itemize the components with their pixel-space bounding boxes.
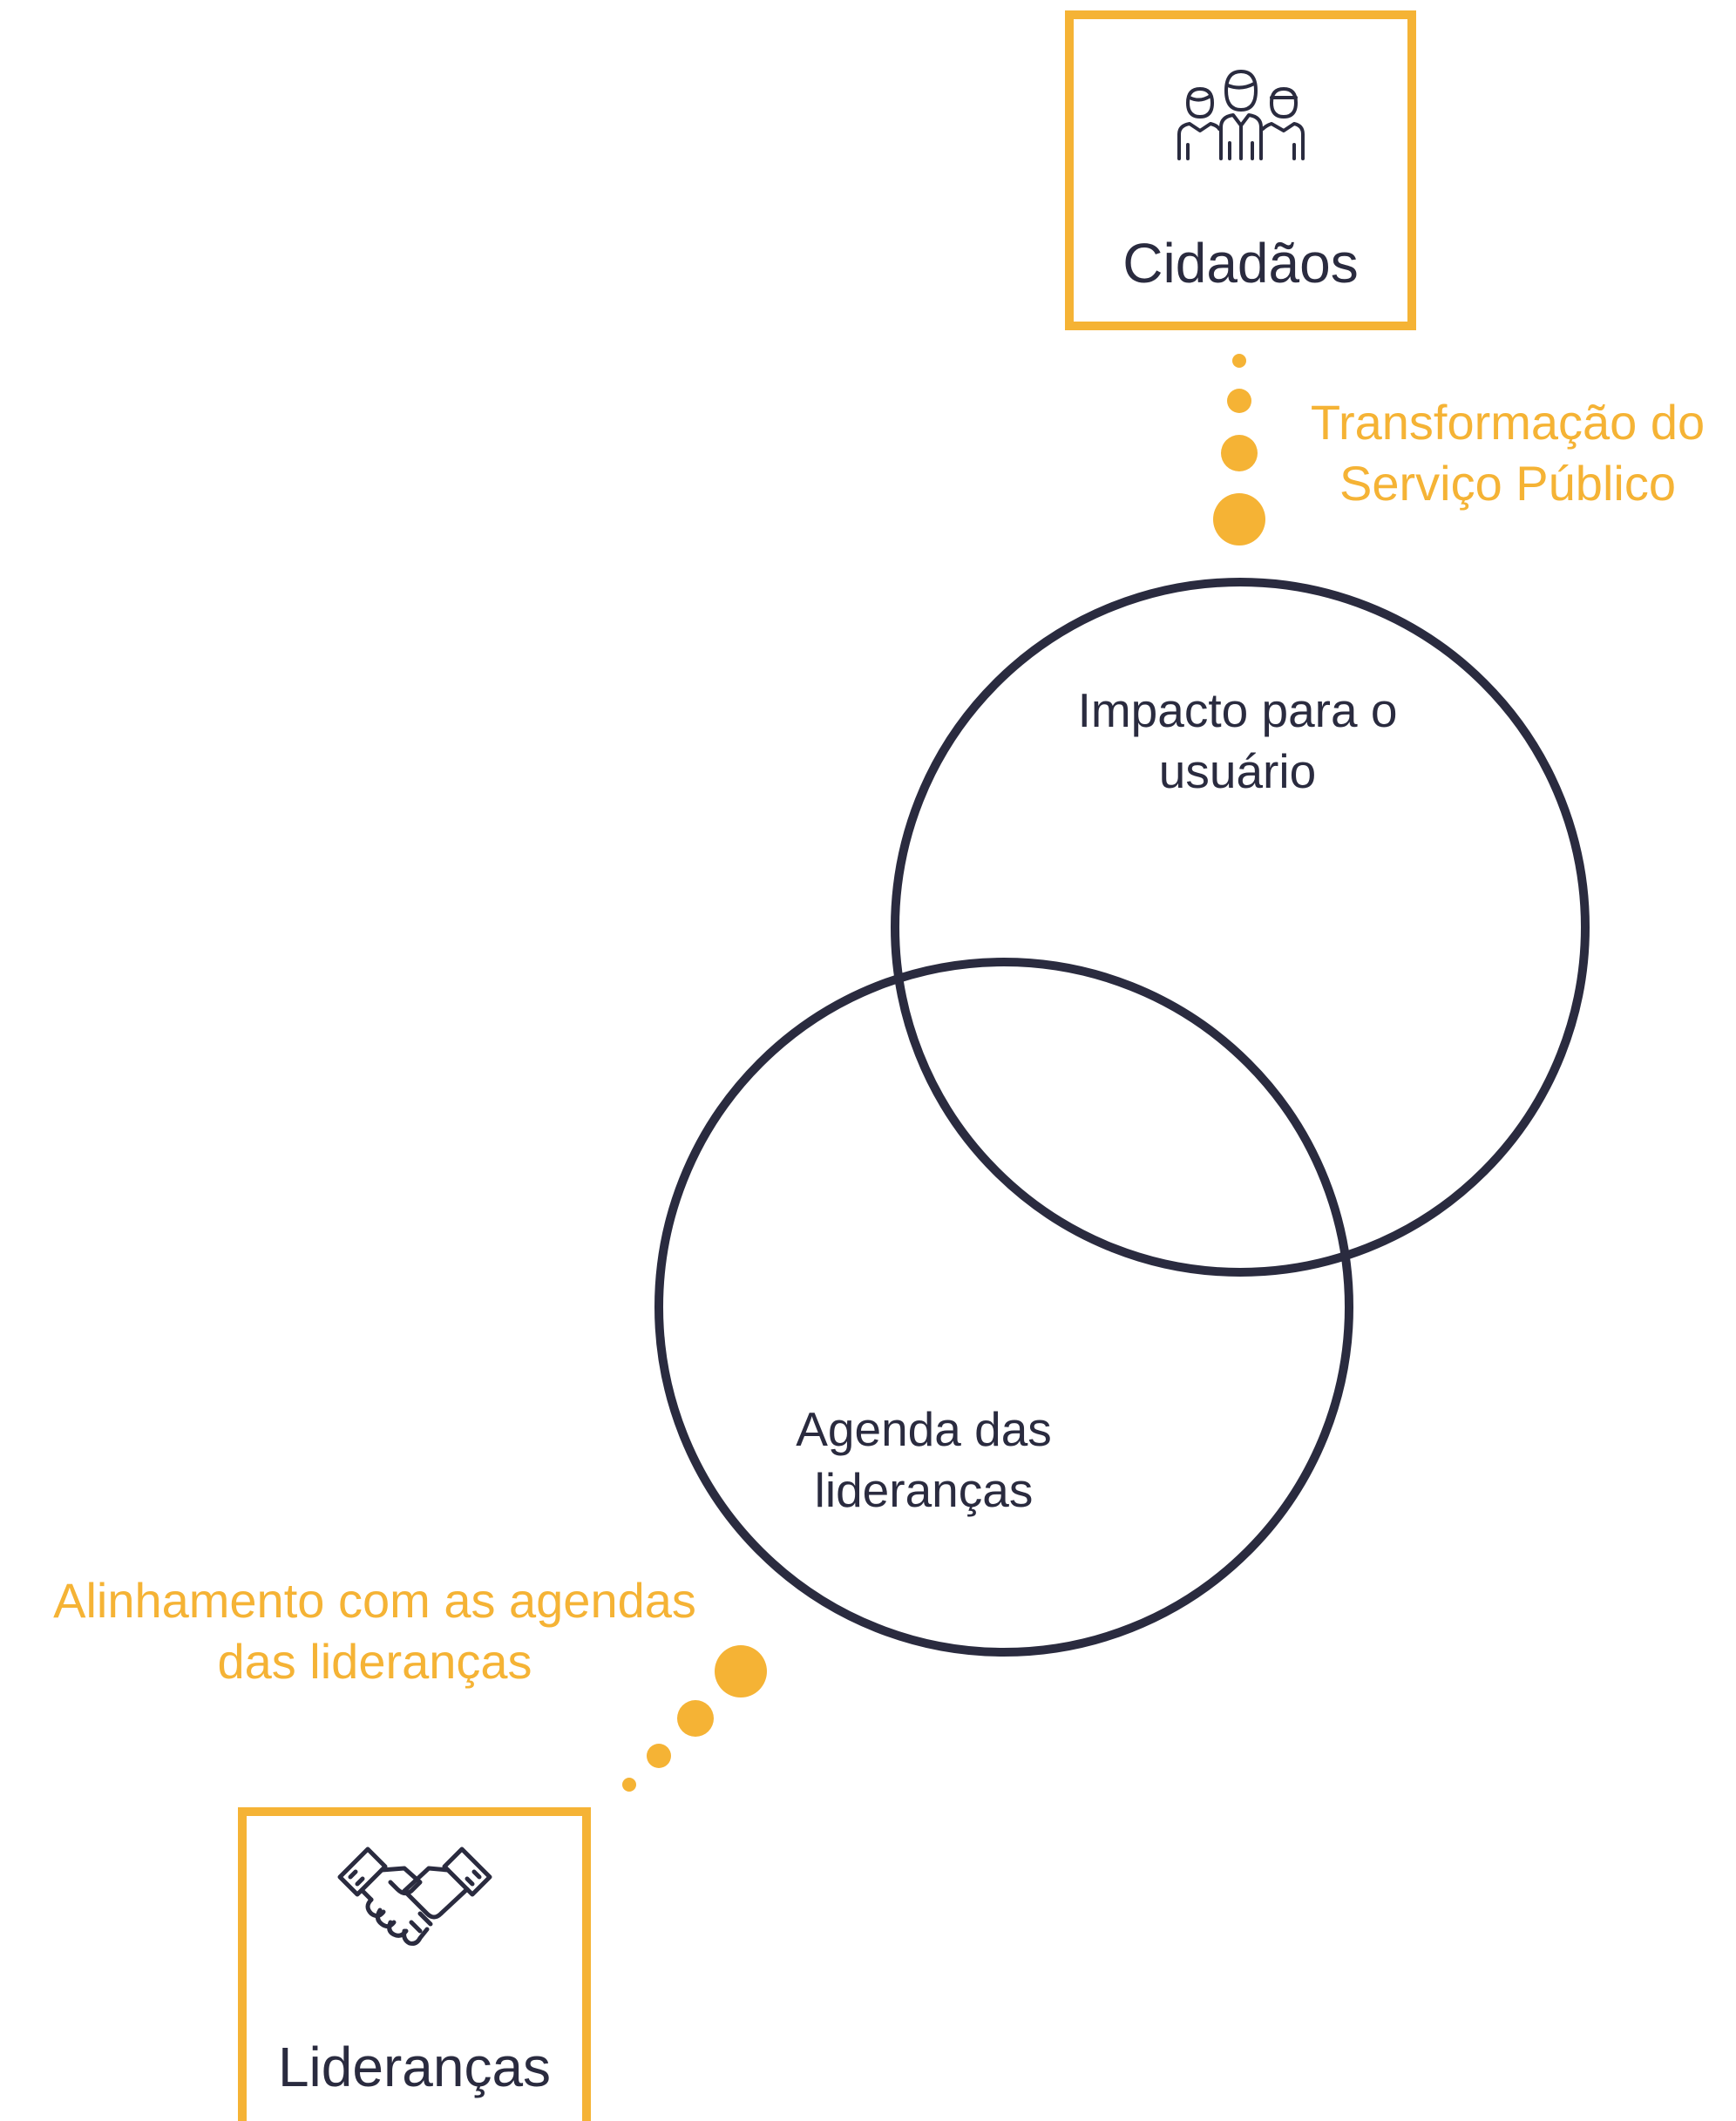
venn-label-line: Impacto para o bbox=[1077, 683, 1398, 737]
venn-label-leadership-agenda: Agenda das lideranças bbox=[715, 1399, 1133, 1521]
connector-dot bbox=[715, 1645, 767, 1697]
leaderships-label: Lideranças bbox=[277, 2036, 552, 2098]
annotation-public-service-transformation: Transformação do Serviço Público bbox=[1290, 392, 1726, 514]
connector-dots-top bbox=[1213, 354, 1265, 545]
annotation-line: Alinhamento com as agendas bbox=[53, 1573, 696, 1628]
venn-label-line: lideranças bbox=[814, 1463, 1034, 1517]
annotation-line: Transformação do bbox=[1310, 395, 1705, 450]
leaderships-box: Lideranças bbox=[238, 1807, 591, 2121]
citizens-box: Cidadãos bbox=[1065, 10, 1416, 330]
venn-label-line: usuário bbox=[1158, 744, 1317, 798]
annotation-line: das lideranças bbox=[217, 1634, 532, 1689]
venn-circle-bottom bbox=[654, 958, 1353, 1657]
venn-label-user-impact: Impacto para o usuário bbox=[1028, 680, 1447, 802]
citizens-label: Cidadãos bbox=[1122, 232, 1359, 295]
connector-dot bbox=[1232, 354, 1246, 368]
venn-circle-top bbox=[891, 578, 1590, 1277]
connector-dot bbox=[1213, 493, 1265, 545]
connector-dot bbox=[1221, 435, 1258, 471]
connector-dot bbox=[647, 1744, 671, 1768]
annotation-leadership-alignment: Alinhamento com as agendas das liderança… bbox=[17, 1570, 732, 1692]
connector-dot bbox=[622, 1778, 636, 1792]
connector-dots-bottom bbox=[622, 1645, 767, 1792]
annotation-line: Serviço Público bbox=[1339, 456, 1676, 511]
handshake-icon bbox=[336, 1842, 493, 1977]
venn-label-line: Agenda das bbox=[796, 1402, 1052, 1456]
people-group-icon bbox=[1176, 64, 1306, 165]
connector-dot bbox=[1227, 389, 1251, 413]
connector-dot bbox=[677, 1700, 714, 1737]
